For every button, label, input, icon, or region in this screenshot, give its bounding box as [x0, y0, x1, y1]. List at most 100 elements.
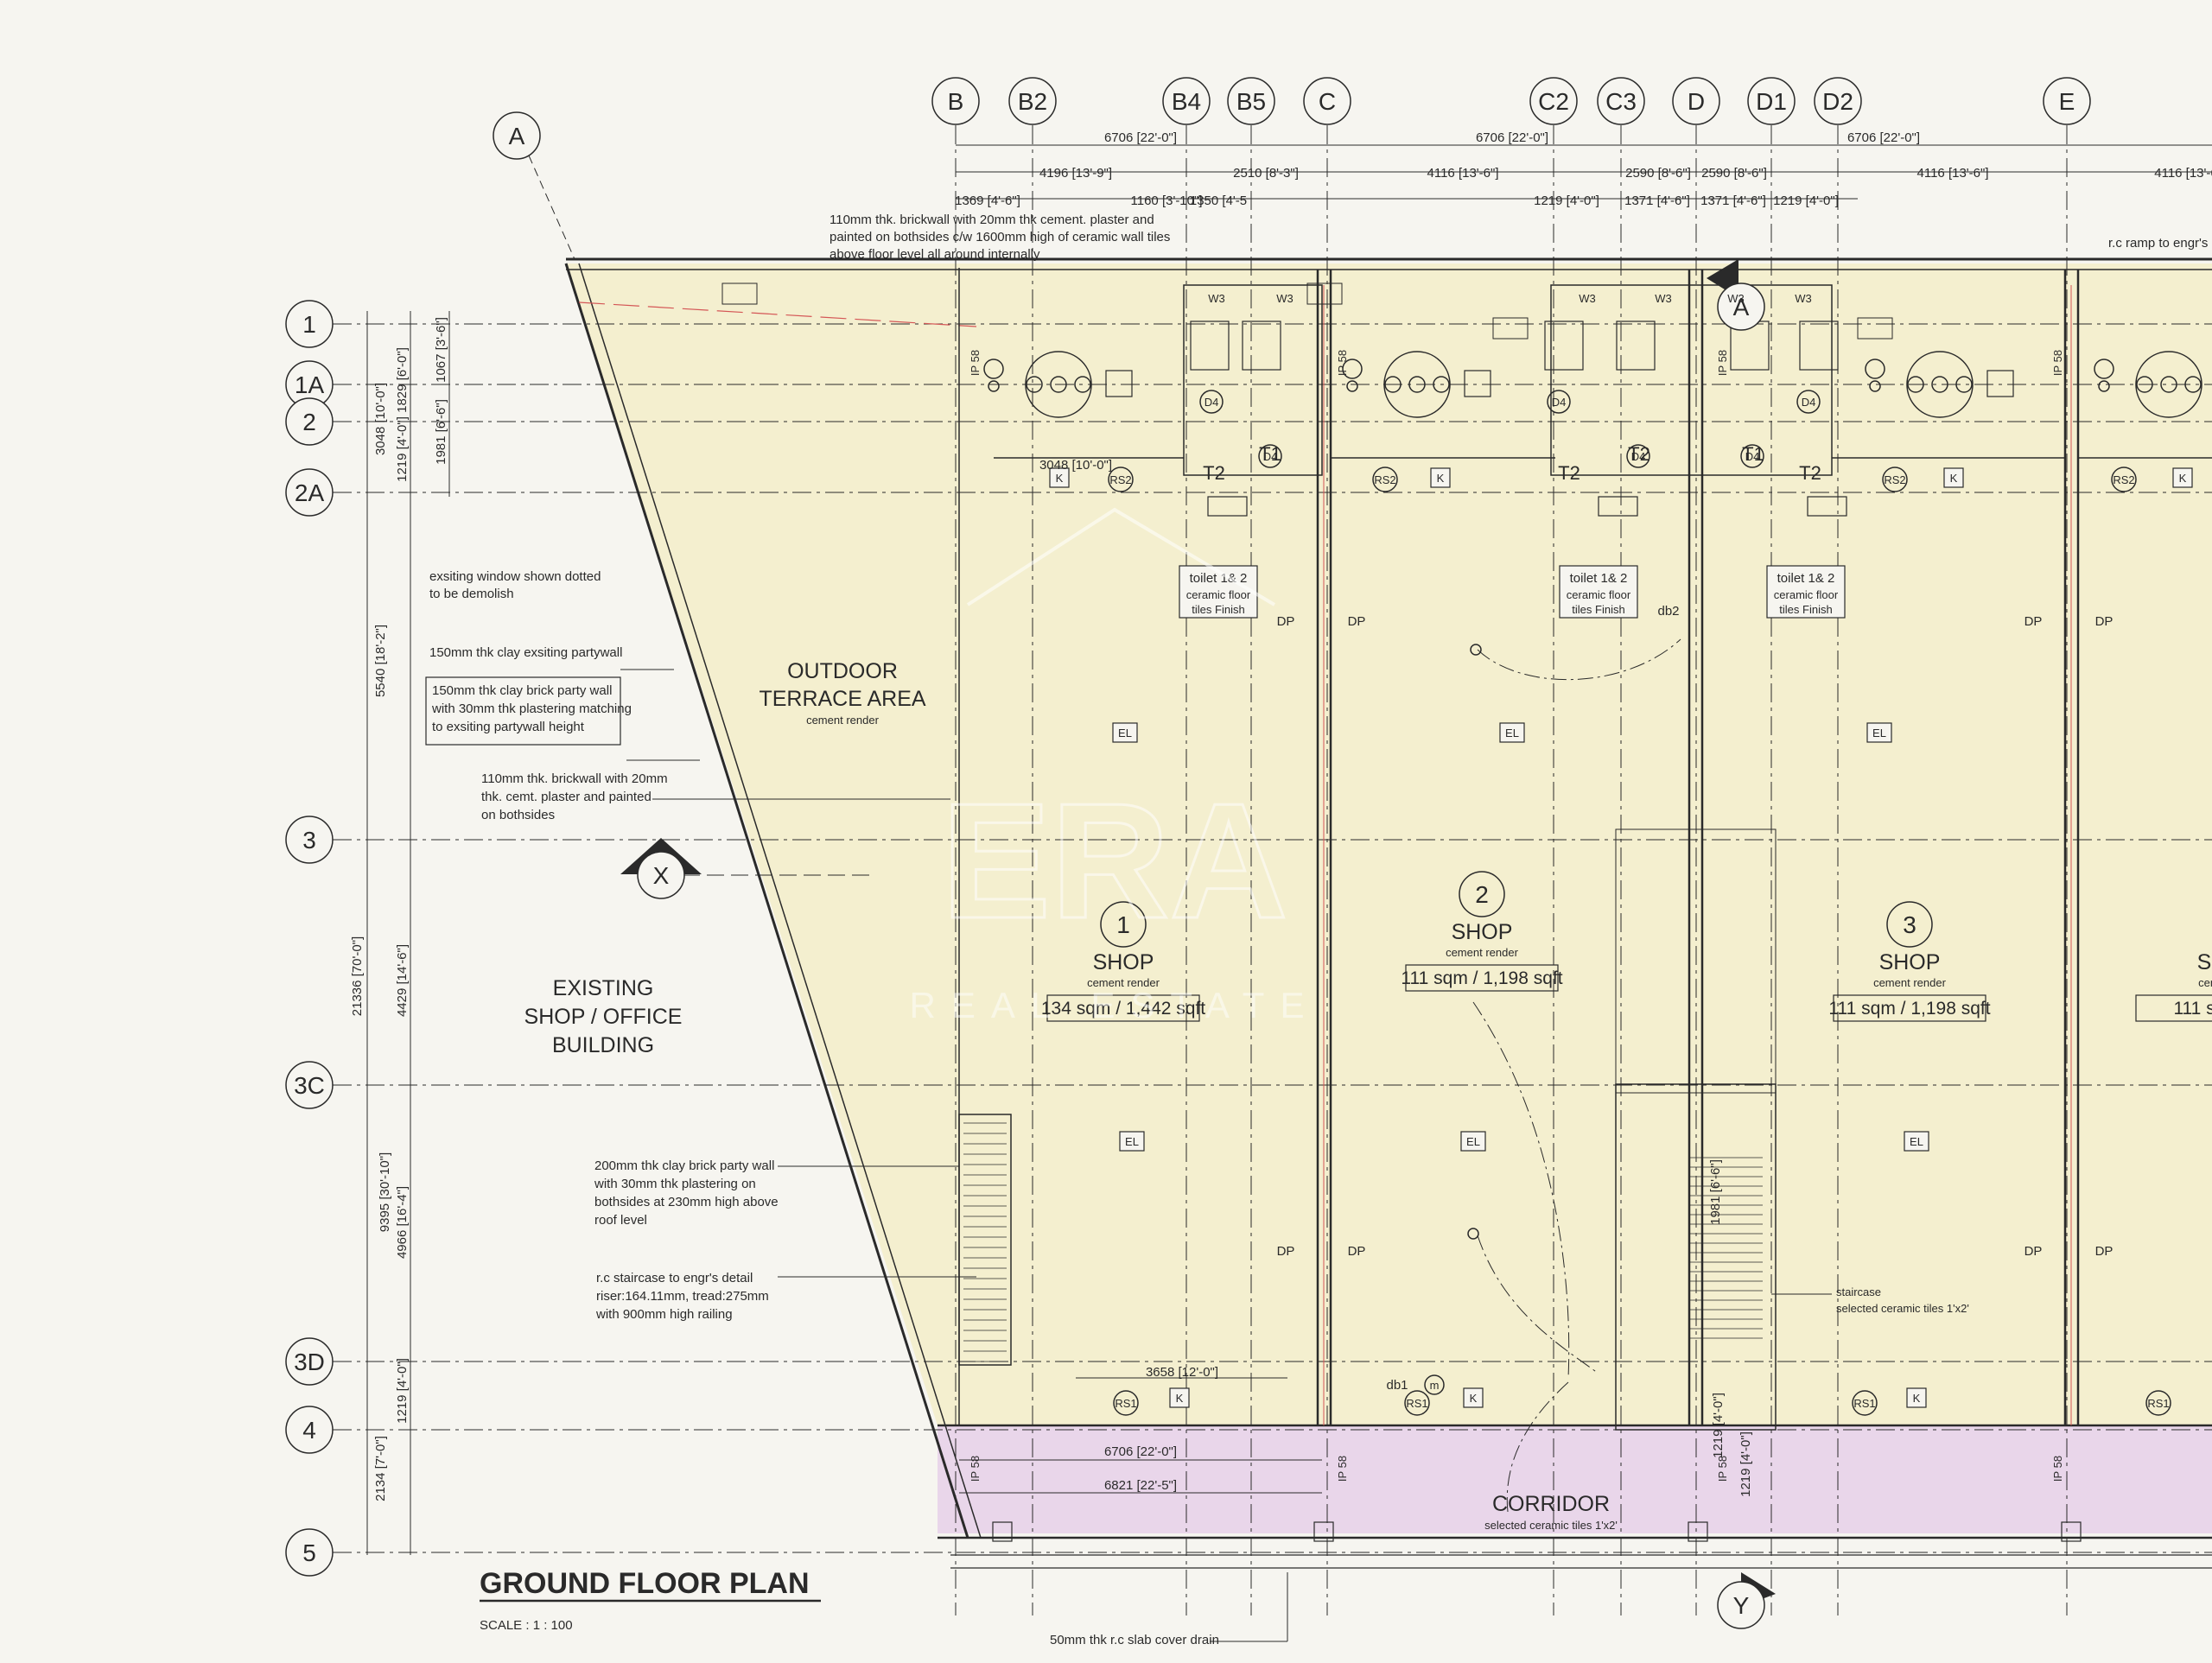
toilet-block-0 — [1183, 284, 1323, 476]
grid-row-2-bubble — [285, 397, 334, 446]
note-new-partywall: 150mm thk clay brick party wall — [432, 683, 612, 698]
floor-trap — [1470, 644, 1482, 656]
shop-area-box — [1046, 994, 1200, 1022]
tag-dp: DP — [2095, 614, 2113, 629]
fixture — [1050, 376, 1067, 393]
dim-plan: 6706 [22'-0"] — [1104, 1444, 1177, 1459]
tag-ip: IP 58 — [1336, 350, 1349, 376]
note-stair-tiles: staircase — [1836, 1285, 1881, 1298]
wall-diagonal-outer — [564, 263, 969, 1539]
grid-row-5-bubble — [285, 1528, 334, 1577]
dim-left-outer: 2134 [7'-0"] — [373, 1436, 388, 1501]
dim-top-2: 2590 [8'-6"] — [1701, 166, 1767, 181]
dim-left-inner: 1067 [3'-6"] — [434, 317, 448, 383]
toilet-finish: ceramic floor — [1186, 588, 1251, 601]
shop-2-finish: cement render — [1446, 946, 1518, 959]
grid-col-C3: C3 — [1605, 88, 1637, 115]
toilet-finish: tiles Finish — [1572, 603, 1624, 616]
light — [2098, 380, 2110, 392]
note-brickwall: on bothsides — [481, 808, 555, 822]
section-mark-a-top: A — [1733, 294, 1750, 321]
shop-4-name: SH — [2197, 950, 2212, 974]
tag-k: K — [1056, 472, 1064, 485]
shop-number-circle — [1100, 901, 1147, 948]
toilet-finish: tiles Finish — [1779, 603, 1832, 616]
tag-el-box — [1904, 1131, 1929, 1152]
tag-k-box — [1906, 1387, 1927, 1408]
void-upper — [1615, 828, 1777, 1094]
fixture — [2184, 376, 2202, 393]
shop-3-name: SHOP — [1879, 950, 1941, 974]
grid-col-D2: D2 — [1822, 88, 1853, 115]
shop-2-name: SHOP — [1452, 920, 1513, 944]
note-new-partywall: to exsiting partywall height — [432, 720, 585, 734]
tag-rs1: RS1 — [2147, 1397, 2169, 1410]
light — [988, 380, 1000, 392]
fan-circle — [1025, 351, 1092, 418]
light — [1346, 380, 1358, 392]
basin — [1598, 496, 1638, 517]
note-ramp: r.c ramp to engr's — [2108, 236, 2208, 251]
tag-dp: DP — [1348, 614, 1366, 629]
tag-t: T1 — [1742, 443, 1764, 465]
section-mark-x-bubble — [637, 851, 685, 899]
grid-col-B5-bubble — [1227, 77, 1275, 125]
light — [1869, 380, 1881, 392]
light — [1342, 359, 1363, 379]
note-staircase: r.c staircase to engr's detail — [596, 1271, 753, 1285]
tag-d4-circle — [1547, 390, 1571, 414]
tag-k-box — [1943, 467, 1964, 488]
exhaust-box — [1986, 370, 2014, 397]
note-wall-top: above floor level all around internally — [830, 247, 1040, 262]
tag-t: T2 — [1799, 462, 1821, 484]
drawing-scale: SCALE : 1 : 100 — [480, 1618, 573, 1633]
pipe-run — [1477, 1235, 1599, 1374]
existing-building: BUILDING — [552, 1033, 654, 1057]
tag-m-circle — [1424, 1374, 1445, 1395]
grid-row-1-bubble — [285, 300, 334, 348]
pipe-run — [1477, 638, 1681, 681]
light — [983, 359, 1004, 379]
basin — [1807, 496, 1847, 517]
shop-area-box — [2135, 994, 2212, 1022]
toilet-name: toilet 1& 2 — [1570, 571, 1628, 586]
tag-rs-circle — [1404, 1390, 1430, 1416]
tag-rs2: RS2 — [2113, 473, 2134, 486]
grid-col-D1: D1 — [1756, 88, 1787, 115]
shop-2-area: 111 sqm / 1,198 sqft — [1401, 968, 1562, 988]
toilet-name: toilet 1& 2 — [1777, 571, 1835, 586]
grid-col-B5: B5 — [1236, 88, 1266, 115]
tag-t: T2 — [1203, 462, 1225, 484]
tag-el: EL — [1505, 727, 1519, 739]
dim-left-inner: 1829 [6'-0"] — [395, 347, 410, 413]
grid-col-C: C — [1319, 88, 1336, 115]
grid-col-B4: B4 — [1172, 88, 1201, 115]
corridor-fill — [938, 1425, 2212, 1533]
dim-left-inner: 1219 [4'-0"] — [395, 1358, 410, 1424]
grid-col-D1-bubble — [1747, 77, 1796, 125]
tag-d4-circle — [1740, 444, 1764, 468]
staircase-core — [1615, 1083, 1777, 1431]
tag-rs-circle — [1372, 467, 1398, 492]
tag-rs-circle — [1108, 467, 1134, 492]
shop-number-circle — [1886, 901, 1933, 948]
tag-k-box — [1463, 1387, 1484, 1408]
note-partywall-box — [425, 676, 621, 746]
dim-top-3: 1350 [4'-5 — [1190, 194, 1247, 208]
tag-dp: DP — [2095, 1244, 2113, 1259]
dim-top-3: 1371 [4'-6"] — [1624, 194, 1690, 208]
tag-d4-circle — [1199, 390, 1224, 414]
shop-4-finish: ceme — [2198, 976, 2212, 989]
tag-d4: D4 — [1205, 396, 1219, 409]
fixture — [1074, 376, 1091, 393]
wc-fixture — [1616, 321, 1656, 371]
section-line — [528, 155, 575, 260]
tag-dp: DP — [1277, 1244, 1295, 1259]
dim-left-outer: 5540 [18'-2"] — [373, 625, 388, 697]
window-mark — [1857, 317, 1893, 340]
tag-ip: IP 58 — [2051, 1456, 2064, 1482]
shop-number-circle — [1459, 871, 1505, 917]
note-brickwall: 110mm thk. brickwall with 20mm — [481, 771, 668, 786]
existing-building: SHOP / OFFICE — [524, 1005, 683, 1029]
fan-circle — [1383, 351, 1451, 418]
